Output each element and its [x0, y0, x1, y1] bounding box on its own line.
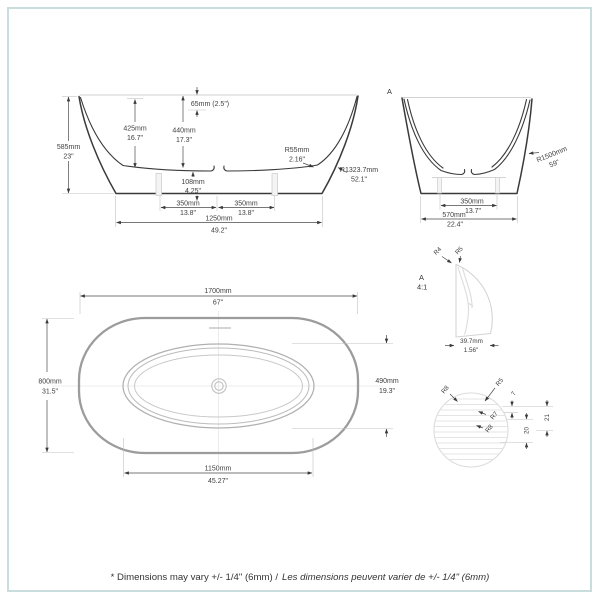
svg-text:R7: R7 [489, 410, 500, 421]
front-view-extension-lines [62, 96, 323, 227]
front-base-height-in: 4.25" [185, 188, 202, 195]
tolerance-note: * Dimensions may vary +/- 1/4" (6mm) /Le… [0, 570, 600, 586]
front-base-length-in: 49.2" [211, 228, 228, 235]
svg-text:R8: R8 [440, 384, 451, 395]
side-view: A 350mm 13.7" [387, 87, 569, 229]
front-inner-height-mm: 425mm [123, 126, 147, 133]
svg-text:21: 21 [544, 414, 551, 422]
side-section-label: A [387, 87, 392, 96]
detail-a-profile [457, 266, 474, 335]
svg-text:R5: R5 [454, 245, 465, 256]
detail-b-radius-low-label: R8 [484, 423, 495, 434]
plan-width-in: 31.5" [42, 389, 59, 396]
detail-a-radius2-label: R5 [454, 245, 465, 256]
front-corner-radius-mm: R55mm [285, 147, 310, 154]
detail-b-dimension-lines [449, 387, 549, 449]
svg-text:R4: R4 [433, 246, 444, 257]
detail-a-scale: 4:1 [417, 283, 427, 292]
front-base-height-mm: 108mm [181, 179, 205, 186]
detail-b-dim-outer-label: 21 [544, 414, 551, 422]
side-view-feet [432, 177, 506, 194]
detail-a-boundary [455, 263, 493, 338]
side-view-outline [401, 97, 533, 195]
detail-a-dimension-lines [441, 255, 499, 348]
front-height-in: 23" [63, 154, 74, 161]
front-view-dimension-lines [66, 87, 348, 225]
front-foot-right-mm: 350mm [234, 201, 258, 208]
side-foot-span-in: 13.7" [465, 208, 482, 215]
plan-inner-length-in: 45.27" [208, 478, 229, 485]
plan-extension-lines [42, 292, 393, 477]
detail-a-width-mm: 39.7mm [460, 338, 483, 345]
front-curve-radius-mm: R1323.7mm [340, 167, 378, 174]
page-border [7, 7, 592, 592]
detail-a-label: A [419, 273, 424, 282]
svg-text:7: 7 [510, 390, 518, 397]
detail-b-radius-mid-label: R7 [489, 410, 500, 421]
side-radius-callout: R1500mm 59" [536, 146, 569, 170]
front-corner-radius-in: 2.16" [289, 157, 306, 164]
front-base-length-mm: 1250mm [205, 216, 232, 223]
front-curve-radius-in: 52.1" [351, 177, 368, 184]
plan-drain [211, 378, 227, 394]
detail-b-boundary [433, 392, 509, 468]
plan-basin-floor [134, 354, 303, 418]
tolerance-note-en: * Dimensions may vary +/- 1/4" (6mm) / [110, 572, 278, 583]
front-center-height-in: 17.3" [176, 137, 193, 144]
detail-a-width-in: 1.56" [464, 347, 479, 354]
front-rim-rise: 65mm (2.5") [191, 101, 229, 108]
detail-b-radius-right-label: R5 [495, 377, 506, 388]
front-height-mm: 585mm [57, 144, 81, 151]
detail-b-dim-small-label: 7 [510, 390, 518, 397]
plan-rim-outer [122, 343, 315, 429]
front-foot-left-in: 13.8" [180, 210, 197, 217]
plan-length-in: 67" [213, 300, 224, 307]
front-foot-left-mm: 350mm [176, 201, 200, 208]
detail-b-hatch [434, 398, 508, 460]
front-inner-height-in: 16.7" [127, 135, 144, 142]
detail-a: A 4:1 R4 R5 39.7mm 1.56" [417, 245, 499, 354]
detail-a-radius1-label: R4 [433, 246, 444, 257]
side-foot-span-mm: 350mm [460, 199, 484, 206]
svg-text:R5: R5 [495, 377, 506, 388]
plan-inner-width-mm: 490mm [375, 378, 399, 385]
side-base-width-mm: 570mm [442, 212, 466, 219]
front-foot-right-in: 13.8" [238, 210, 255, 217]
plan-inner-width-in: 19.3" [379, 388, 396, 395]
plan-dimension-lines [45, 294, 389, 475]
detail-b: R8 R5 7 R7 R8 20 21 [433, 377, 553, 468]
side-view-extension-lines [420, 195, 518, 223]
svg-text:20: 20 [524, 427, 531, 435]
detail-b-extension-lines [500, 406, 553, 443]
front-view: 585mm 23" 425mm 16.7" 440mm 17.3" 65mm (… [57, 87, 378, 235]
svg-text:R8: R8 [484, 423, 495, 434]
plan-inner-length-mm: 1150mm [205, 466, 232, 473]
tolerance-note-fr: Les dimensions peuvent varier de +/- 1/4… [281, 572, 490, 583]
side-base-width-in: 22.4" [447, 222, 464, 229]
plan-width-mm: 800mm [38, 379, 62, 386]
front-center-height-mm: 440mm [172, 128, 196, 135]
plan-outer-edge [77, 316, 360, 455]
front-view-feet [155, 173, 278, 196]
detail-b-radius-top-label: R8 [440, 384, 451, 395]
plan-view: 1700mm 67" 800mm 31.5" 490mm 19.3" 1150m… [38, 288, 399, 485]
side-view-dimension-lines [421, 151, 540, 221]
plan-centerlines [52, 311, 383, 465]
detail-b-dim-mid-label: 20 [524, 427, 531, 435]
side-radius-in: 59" [549, 159, 562, 170]
plan-rim-inner [127, 347, 310, 425]
front-view-outline [78, 95, 359, 195]
plan-length-mm: 1700mm [204, 288, 231, 295]
